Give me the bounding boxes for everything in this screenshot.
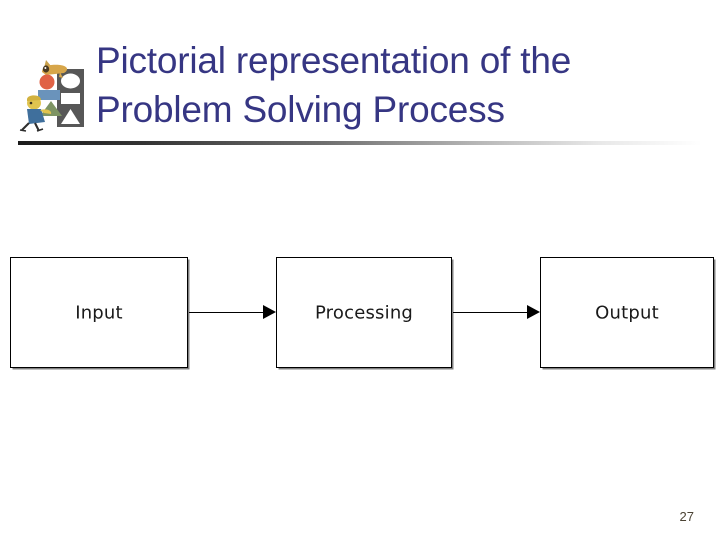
title-clipart bbox=[16, 56, 96, 136]
arrow-shaft bbox=[453, 311, 528, 313]
flowchart-box-input: Input bbox=[10, 257, 188, 368]
flowchart-arrow-input-to-processing bbox=[189, 305, 277, 319]
flowchart-arrow-processing-to-output bbox=[453, 305, 541, 319]
circle-shape-icon bbox=[39, 74, 55, 90]
rect-shape-icon bbox=[38, 90, 60, 100]
flowchart-box-processing: Processing bbox=[276, 257, 452, 368]
dog-icon bbox=[42, 60, 68, 78]
flowchart-box-processing-label: Processing bbox=[314, 302, 414, 323]
arrow-head-icon bbox=[263, 305, 276, 319]
page-number: 27 bbox=[679, 509, 694, 524]
arrow-head-icon bbox=[527, 305, 540, 319]
flowchart-box-output: Output bbox=[540, 257, 714, 368]
flowchart-box-input-label: Input bbox=[75, 302, 123, 323]
flowchart-box-output-label: Output bbox=[595, 302, 659, 323]
arrow-shaft bbox=[189, 311, 264, 313]
title-divider bbox=[18, 141, 702, 145]
page-title: Pictorial representation of the Problem … bbox=[96, 40, 572, 130]
shape-panel-icon bbox=[57, 69, 84, 127]
person-icon bbox=[19, 95, 52, 132]
